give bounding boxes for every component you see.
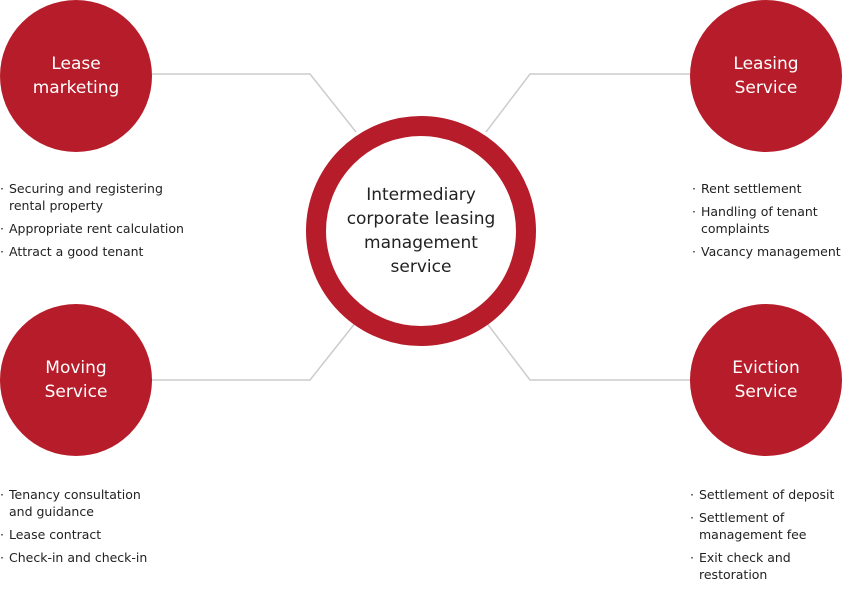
connector-leasing-service bbox=[485, 73, 690, 133]
leasing-service-list: Rent settlement Handling of tenant compl… bbox=[692, 180, 857, 266]
list-item: Settlement of management fee bbox=[690, 509, 857, 543]
list-item: Tenancy consultation and guidance bbox=[0, 486, 200, 520]
list-item: Securing and registering rental property bbox=[0, 180, 200, 214]
connector-eviction-service bbox=[485, 321, 690, 381]
list-item: Lease contract bbox=[0, 526, 200, 543]
eviction-service-node: Eviction Service bbox=[690, 304, 842, 456]
center-hub: Intermediary corporate leasing managemen… bbox=[306, 116, 536, 346]
moving-service-node: Moving Service bbox=[0, 304, 152, 456]
connector-moving-service bbox=[152, 321, 357, 381]
list-item: Vacancy management bbox=[692, 243, 857, 260]
lease-marketing-label: Lease marketing bbox=[32, 54, 120, 98]
connector-lease-marketing bbox=[152, 73, 357, 133]
center-hub-label: Intermediary corporate leasing managemen… bbox=[346, 185, 496, 277]
eviction-service-list: Settlement of deposit Settlement of mana… bbox=[690, 486, 857, 589]
list-item: Appropriate rent calculation bbox=[0, 220, 200, 237]
moving-service-label: Moving Service bbox=[44, 358, 108, 402]
list-item: Handling of tenant complaints bbox=[692, 203, 857, 237]
list-item: Check-in and check-in bbox=[0, 549, 200, 566]
moving-service-list: Tenancy consultation and guidance Lease … bbox=[0, 486, 200, 572]
lease-marketing-list: Securing and registering rental property… bbox=[0, 180, 200, 266]
lease-marketing-node: Lease marketing bbox=[0, 0, 152, 152]
list-item: Attract a good tenant bbox=[0, 243, 200, 260]
list-item: Rent settlement bbox=[692, 180, 857, 197]
list-item: Settlement of deposit bbox=[690, 486, 857, 503]
leasing-service-node: Leasing Service bbox=[690, 0, 842, 152]
eviction-service-label: Eviction Service bbox=[732, 358, 800, 402]
list-item: Exit check and restoration bbox=[690, 549, 857, 583]
leasing-service-label: Leasing Service bbox=[733, 54, 799, 98]
connector-lines bbox=[152, 73, 690, 381]
